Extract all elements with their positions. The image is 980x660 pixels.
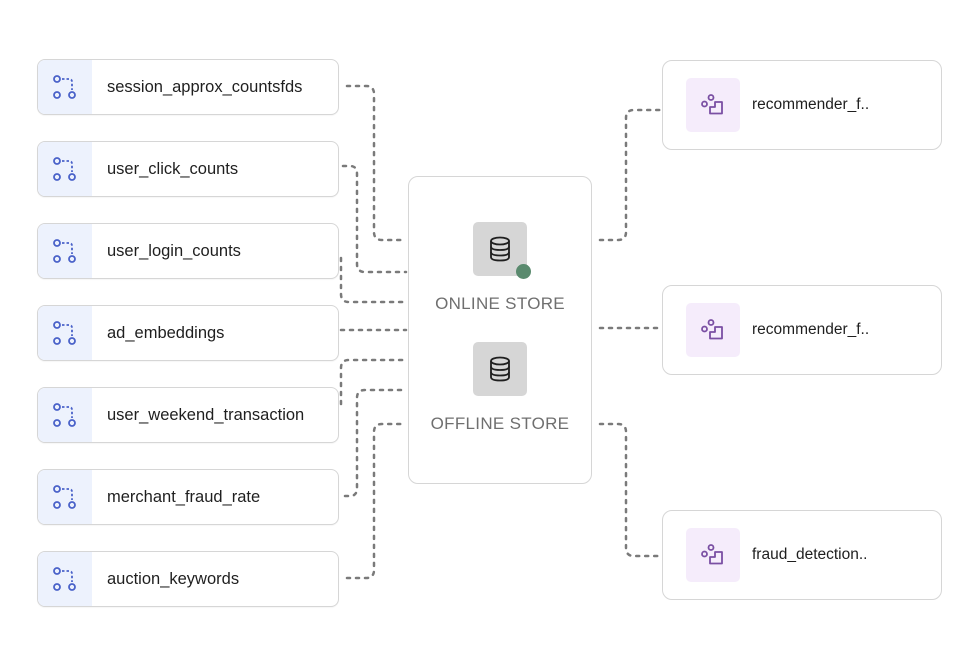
edge-auction-to-store (345, 422, 408, 580)
feature-view-label: auction_keywords (107, 569, 240, 588)
offline-store[interactable]: OFFLINE STORE (409, 342, 591, 434)
feature-view-label: user_click_counts (107, 159, 239, 178)
feature-view-icon (38, 60, 92, 114)
feature-view-icon (38, 224, 92, 278)
edge-store-to-fraud (598, 422, 662, 558)
edge-store-to-recommender-1 (598, 108, 662, 242)
online-store-icon-box (473, 222, 531, 279)
feature-view-label: user_weekend_transaction (107, 405, 305, 424)
feature-view-icon (38, 306, 92, 360)
feature-view-node[interactable]: ad_embeddings (37, 305, 339, 361)
store-container: ONLINE STORE OFFLINE STORE (408, 176, 592, 484)
feature-view-node[interactable]: auction_keywords (37, 551, 339, 607)
feature-service-icon (686, 303, 740, 357)
offline-store-label: OFFLINE STORE (430, 414, 570, 433)
feature-view-label: user_login_counts (107, 241, 241, 260)
feature-view-label: session_approx_countsfds (107, 77, 303, 96)
feature-service-icon (686, 528, 740, 582)
feature-service-node[interactable]: fraud_detection.. (662, 510, 942, 600)
feature-view-node[interactable]: session_approx_countsfds (37, 59, 339, 115)
feature-view-icon (38, 552, 92, 606)
feature-view-icon (38, 142, 92, 196)
feature-view-node[interactable]: user_weekend_transaction (37, 387, 339, 443)
feature-service-label: fraud_detection.. (752, 546, 868, 563)
feature-view-label: ad_embeddings (107, 323, 225, 342)
feature-service-icon (686, 78, 740, 132)
database-icon (490, 356, 510, 382)
edge-merchant-to-store (343, 388, 408, 498)
database-icon (490, 236, 510, 262)
feature-view-node[interactable]: merchant_fraud_rate (37, 469, 339, 525)
online-store-label: ONLINE STORE (435, 294, 565, 313)
online-status-indicator (516, 264, 531, 279)
feature-view-label: merchant_fraud_rate (107, 487, 261, 506)
edge-login-to-store (339, 256, 408, 304)
feature-view-node[interactable]: user_click_counts (37, 141, 339, 197)
feature-service-node[interactable]: recommender_f.. (662, 285, 942, 375)
feature-service-label: recommender_f.. (752, 96, 870, 113)
edge-weekend-to-store (339, 358, 408, 406)
offline-store-icon-box (473, 342, 527, 396)
feature-view-icon (38, 388, 92, 442)
online-store[interactable]: ONLINE STORE (409, 222, 591, 314)
edge-click-to-store (341, 164, 408, 274)
edge-session-to-store (345, 84, 408, 242)
feature-view-node[interactable]: user_login_counts (37, 223, 339, 279)
feature-service-label: recommender_f.. (752, 321, 870, 338)
feature-service-node[interactable]: recommender_f.. (662, 60, 942, 150)
feature-view-icon (38, 470, 92, 524)
